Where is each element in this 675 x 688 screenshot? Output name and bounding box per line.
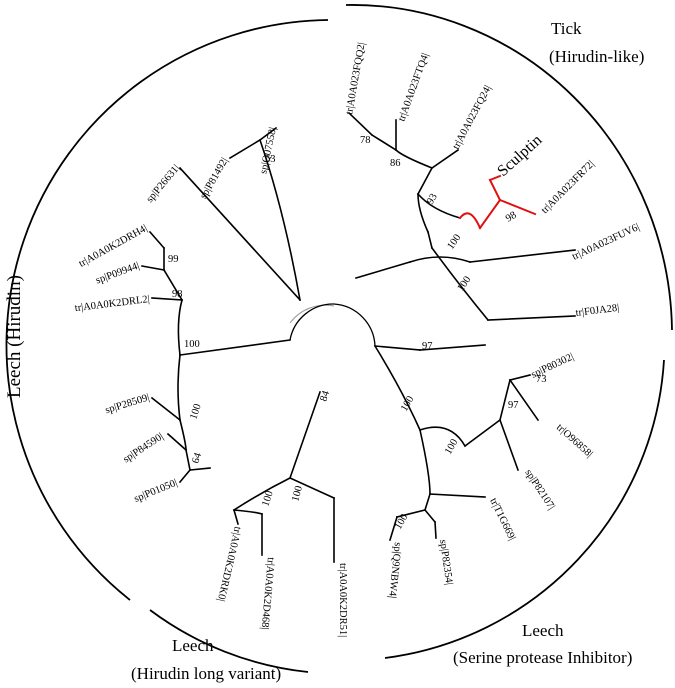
leaf-label: sp|P09944| — [94, 260, 141, 286]
bootstrap-value: 100 — [260, 490, 275, 508]
bootstrap-value: 78 — [360, 135, 371, 146]
leaf-label: sp|P82354| — [437, 539, 454, 586]
bootstrap-value: 99 — [168, 254, 179, 265]
clade-label-serine-line1: Leech — [522, 621, 564, 640]
leaf-label: tr|A0A023FUV6| — [571, 222, 642, 263]
bootstrap-value: 100 — [455, 275, 473, 294]
leaf-label: tr|A0A023FTQ4| — [396, 52, 431, 123]
top-left-branches — [178, 126, 302, 302]
root-arc-light — [289, 304, 335, 324]
leaf-label: sp|P81492| — [198, 156, 230, 201]
clade-label-hirudin: Leech (Hirudin) — [4, 275, 25, 398]
leaf-labels: tr|A0A023FQQ2| tr|A0A023FTQ4| tr|A0A023F… — [74, 42, 641, 638]
leaf-label: tr|A0A0K2DR51| — [337, 563, 348, 637]
bootstrap-value: 100 — [188, 403, 203, 421]
leaf-label: sp|P28509| — [104, 392, 151, 416]
leaf-label: tr|T1G669| — [487, 496, 517, 542]
leaf-label: tr|A0A023FQ24| — [451, 84, 494, 152]
leaf-label: sp|Q07558| — [258, 126, 279, 175]
leaf-label: sp|P84590| — [121, 431, 165, 465]
bootstrap-value: 84 — [318, 389, 332, 403]
clade-arc-long — [149, 609, 309, 673]
root-arc-left — [289, 303, 335, 341]
leaf-label: sp|P82107| — [522, 468, 556, 512]
bootstrap-value: 63 — [265, 154, 276, 165]
bootstrap-value: 100 — [393, 512, 410, 531]
clade-label-long-line1: Leech — [172, 636, 214, 655]
clade-label-serine-line2: (Serine protease Inhibitor) — [453, 648, 632, 667]
leaf-label: sp|P01050| — [133, 478, 179, 505]
clade-label-tick-line1: Tick — [551, 19, 582, 38]
clade-arc-serine — [384, 359, 665, 659]
bootstrap-value: 73 — [536, 374, 547, 385]
hirudin-clade-branches — [141, 230, 291, 484]
bootstrap-value: 100 — [399, 394, 416, 413]
serine-clade-branches — [373, 344, 540, 541]
bootstrap-value: 97 — [508, 400, 519, 411]
root-arc-right — [333, 303, 376, 347]
bootstrap-value: 97 — [422, 341, 433, 352]
sculptin-branches — [458, 174, 537, 230]
clade-label-long-line2: (Hirudin long variant) — [131, 664, 281, 683]
leaf-label: tr|A0A023FQQ2| — [344, 42, 368, 116]
clade-label-tick-line2: (Hirudin-like) — [549, 47, 644, 66]
bootstrap-value: 93 — [425, 192, 440, 207]
clade-arc-hirudin — [5, 19, 329, 601]
leaf-label: tr|F0JA28| — [575, 303, 620, 319]
leaf-label: tr|A0A0K2DRH4| — [77, 223, 149, 270]
bootstrap-value: 100 — [184, 339, 200, 350]
bootstrap-value: 100 — [443, 437, 460, 456]
leaf-label: tr|A0A0K2D468| — [259, 557, 276, 630]
leaf-label: tr|A0A023FR72| — [539, 159, 596, 216]
bootstrap-value: 98 — [172, 289, 183, 300]
leaf-label: sp|Q9NBW4| — [386, 542, 403, 599]
bootstrap-value: 100 — [290, 485, 305, 503]
leaf-label: sp|P26631| — [145, 163, 183, 205]
leaf-label: tr|O96858| — [554, 422, 594, 460]
bootstrap-value: 86 — [390, 158, 401, 169]
clade-arc-tick — [345, 4, 673, 331]
leaf-label: tr|A0A0K2DRK0| — [215, 525, 243, 602]
sculptin-label: Sculptin — [494, 132, 545, 180]
bootstrap-values: 78 86 93 98 100 100 97 73 97 100 100 100… — [168, 135, 547, 532]
bootstrap-value: 98 — [504, 210, 519, 225]
long-variant-clade-branches — [232, 390, 336, 563]
bootstrap-value: 64 — [190, 451, 204, 465]
bootstrap-value: 100 — [445, 233, 463, 252]
leaf-label: tr|A0A0K2DRL2| — [74, 294, 150, 314]
tick-clade-branches — [347, 111, 576, 322]
